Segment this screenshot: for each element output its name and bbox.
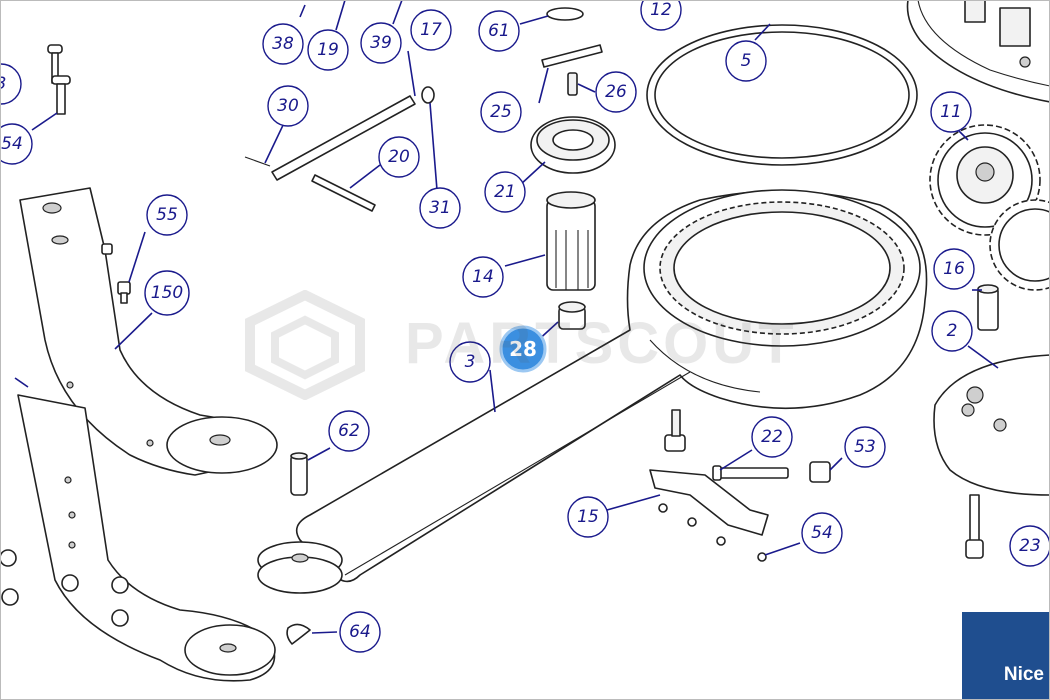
callout-5[interactable]: 5 — [725, 40, 767, 82]
spring-pin-part — [567, 72, 578, 96]
svg-text:17: 17 — [420, 20, 442, 40]
shaft-part — [244, 86, 435, 181]
callout-61[interactable]: 61 — [478, 10, 520, 52]
callout-11[interactable]: 11 — [930, 91, 972, 133]
svg-text:39: 39 — [370, 33, 392, 53]
svg-text:12: 12 — [650, 0, 672, 20]
screw-part — [101, 243, 131, 304]
pin-part — [311, 174, 376, 212]
clip-part — [286, 623, 311, 645]
svg-text:53: 53 — [854, 437, 876, 457]
nut-part — [809, 461, 831, 483]
svg-text:62: 62 — [338, 421, 360, 441]
bolt-part — [664, 409, 686, 452]
svg-text:31: 31 — [429, 198, 451, 218]
callout-22[interactable]: 22 — [751, 416, 793, 458]
callout-39[interactable]: 39 — [360, 22, 402, 64]
bearing-part — [530, 116, 616, 174]
svg-text:23: 23 — [1019, 536, 1041, 556]
callout-150[interactable]: 150 — [144, 270, 190, 316]
svg-text:11: 11 — [940, 102, 962, 122]
svg-text:55: 55 — [156, 205, 178, 225]
svg-text:64: 64 — [349, 622, 371, 642]
callout-20[interactable]: 20 — [378, 136, 420, 178]
left-arm-part — [19, 187, 278, 476]
callout-30[interactable]: 30 — [267, 85, 309, 127]
svg-text:38: 38 — [272, 34, 294, 54]
callout-21[interactable]: 21 — [484, 171, 526, 213]
svg-text:54: 54 — [811, 523, 833, 543]
pinion-part — [546, 191, 596, 291]
leader-lines — [14, 0, 999, 634]
callout-25[interactable]: 25 — [480, 91, 522, 133]
callout-19[interactable]: 19 — [307, 29, 349, 71]
callout-62[interactable]: 62 — [328, 410, 370, 452]
long-bolt-part — [965, 494, 984, 559]
motor-housing-part — [906, 0, 1050, 103]
gear-part — [929, 124, 1050, 291]
svg-text:14: 14 — [472, 267, 494, 287]
svg-text:3: 3 — [0, 74, 6, 94]
callout-12[interactable]: 12 — [640, 0, 682, 31]
small-screws-part — [658, 503, 767, 562]
callout-15[interactable]: 15 — [567, 496, 609, 538]
dowel-part — [290, 452, 308, 496]
callout-2[interactable]: 2 — [931, 310, 973, 352]
callout-28-highlighted[interactable]: 28 — [499, 325, 547, 373]
svg-text:20: 20 — [388, 147, 410, 167]
key-part — [541, 44, 603, 68]
callout-23[interactable]: 23 — [1009, 525, 1050, 567]
disc-part — [933, 354, 1050, 496]
svg-text:54: 54 — [1, 134, 23, 154]
svg-text:61: 61 — [488, 21, 510, 41]
brand-logo: Nice — [962, 612, 1050, 700]
svg-text:25: 25 — [490, 102, 512, 122]
svg-text:5: 5 — [741, 51, 752, 71]
svg-text:150: 150 — [151, 283, 183, 303]
callout-54[interactable]: 54 — [801, 512, 843, 554]
washer-part — [0, 549, 19, 606]
svg-text:21: 21 — [494, 182, 516, 202]
callout-26[interactable]: 26 — [595, 71, 637, 113]
o-ring-part — [646, 24, 918, 166]
callout-3[interactable]: 3 — [449, 341, 491, 383]
brand-logo-text: Nice — [1003, 664, 1044, 685]
callout-17[interactable]: 17 — [410, 9, 452, 51]
svg-text:30: 30 — [277, 96, 299, 116]
callout-53[interactable]: 53 — [844, 426, 886, 468]
lever-part — [649, 465, 789, 536]
svg-text:16: 16 — [943, 259, 965, 279]
small-pin-part — [47, 44, 71, 115]
svg-text:3: 3 — [465, 352, 476, 372]
callout-31[interactable]: 31 — [419, 187, 461, 229]
callout-3-edge[interactable]: 3 — [0, 63, 22, 105]
svg-text:2: 2 — [947, 321, 958, 341]
callout-55[interactable]: 55 — [146, 194, 188, 236]
callout-38[interactable]: 38 — [262, 23, 304, 65]
callout-14[interactable]: 14 — [462, 256, 504, 298]
svg-text:28: 28 — [509, 337, 537, 361]
svg-text:19: 19 — [317, 40, 339, 60]
circlip-part — [546, 7, 584, 21]
callout-64[interactable]: 64 — [339, 611, 381, 653]
ring-gear-arm-part — [257, 189, 928, 594]
lower-arm-part — [17, 394, 276, 682]
bushing-part — [558, 301, 586, 330]
svg-text:26: 26 — [605, 82, 627, 102]
svg-text:22: 22 — [761, 427, 783, 447]
callout-16[interactable]: 16 — [933, 248, 975, 290]
spacer-part — [977, 284, 999, 331]
svg-text:15: 15 — [577, 507, 599, 527]
callout-54-left[interactable]: 54 — [0, 123, 33, 165]
